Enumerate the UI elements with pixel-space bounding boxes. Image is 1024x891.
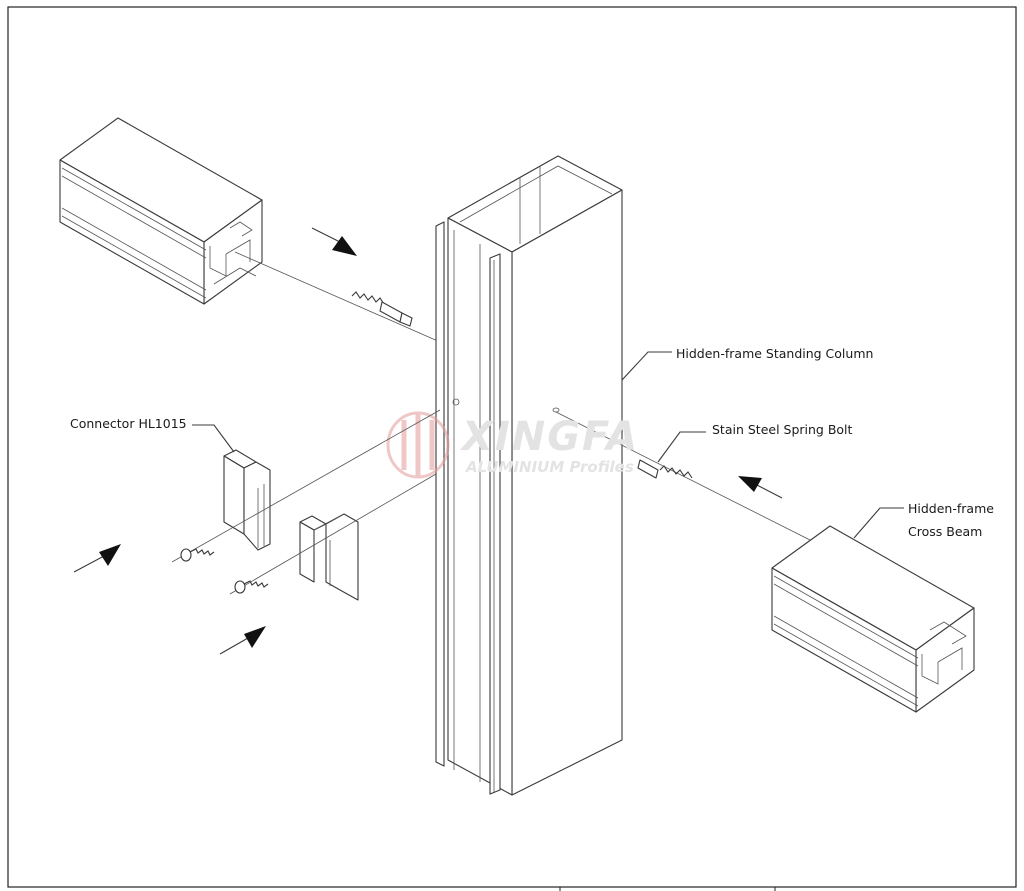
assembly-line xyxy=(229,473,437,595)
screw-upper xyxy=(180,548,215,562)
label-standing-column: Hidden-frame Standing Column xyxy=(676,346,874,361)
direction-arrow-right xyxy=(738,476,783,499)
spring-bolt-right xyxy=(637,459,693,479)
leader-spring-bolt xyxy=(657,431,706,463)
label-spring-bolt: Stain Steel Spring Bolt xyxy=(712,422,853,437)
drawing-border xyxy=(7,6,1017,888)
xingfa-logo-mark xyxy=(386,411,450,479)
cross-beam-top-left xyxy=(59,117,263,305)
label-cross-beam-line2: Cross Beam xyxy=(908,524,983,539)
label-cross-beam-line1: Hidden-frame xyxy=(908,501,994,516)
direction-arrow-left-upper xyxy=(73,544,121,573)
watermark-brand: XINGFA xyxy=(462,414,640,460)
assembly-line xyxy=(234,251,441,343)
connector-right xyxy=(299,513,359,601)
leader-standing-column xyxy=(621,351,672,381)
leader-connector xyxy=(192,424,235,453)
direction-arrow-left-lower xyxy=(219,626,266,655)
spring-bolt-left xyxy=(351,291,413,327)
screw-lower xyxy=(234,580,269,594)
watermark-tagline: ALUMINIUM Profiles xyxy=(466,458,634,476)
connector-left xyxy=(223,449,271,551)
direction-arrow-top xyxy=(311,227,357,256)
standing-column xyxy=(435,155,623,796)
label-connector: Connector HL1015 xyxy=(70,416,187,431)
cross-beam-bottom-right xyxy=(771,525,975,713)
assembly-line xyxy=(171,409,441,563)
leader-cross-beam xyxy=(853,507,904,539)
assembly-line xyxy=(555,411,811,541)
